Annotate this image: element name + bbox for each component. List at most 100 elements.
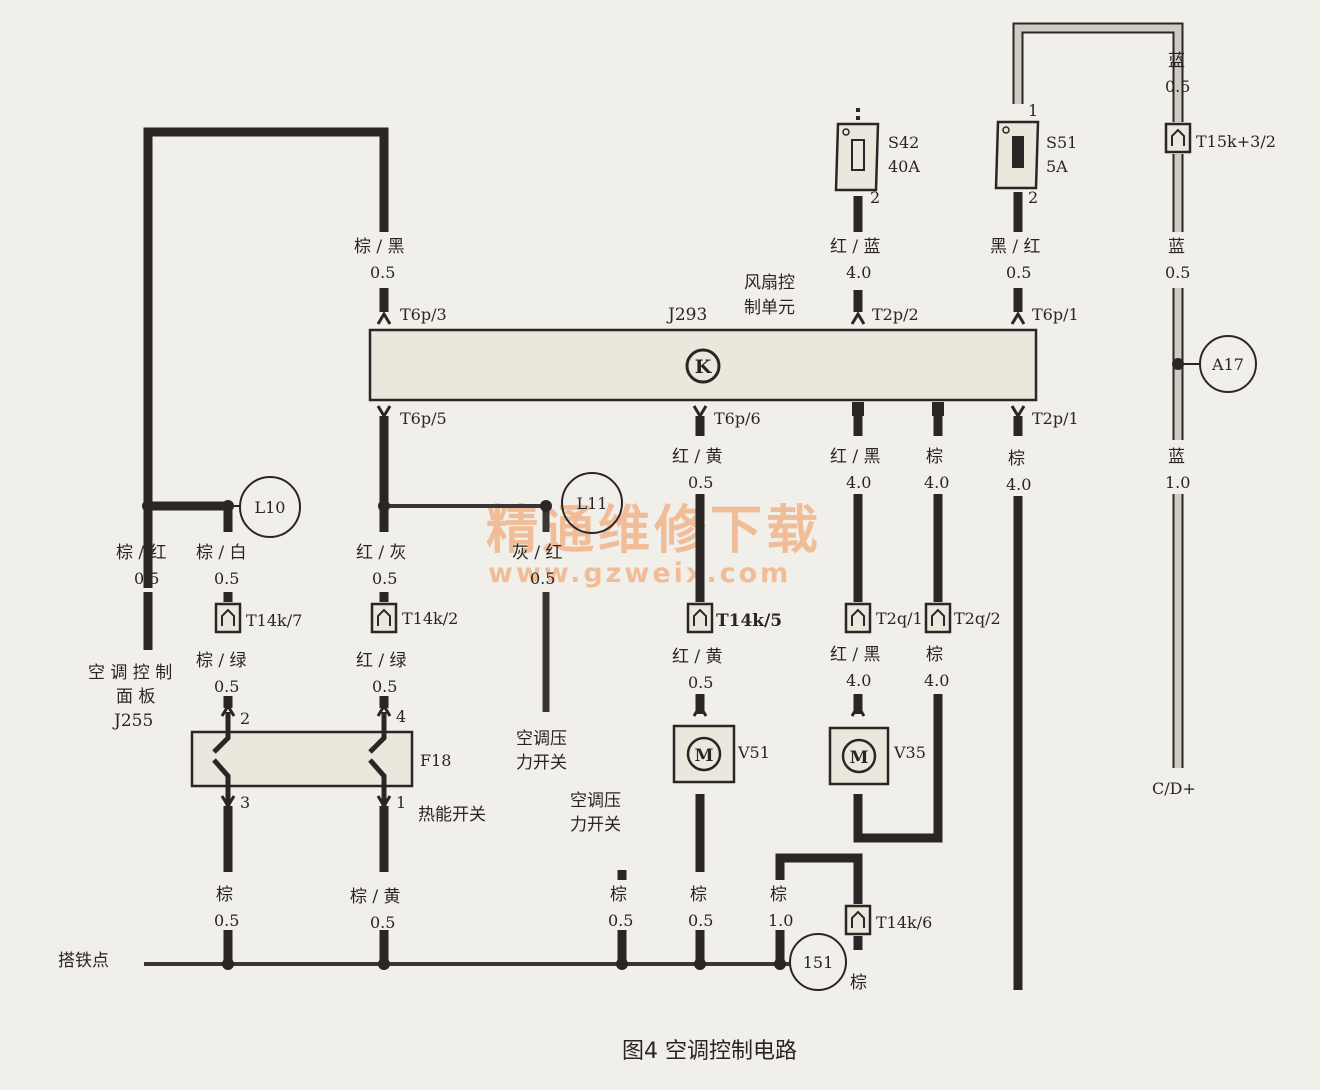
fan-unit-name-1: 风扇控 — [744, 273, 795, 293]
connector-icon — [214, 602, 242, 634]
connector-icon — [844, 904, 872, 936]
wire-label-color: 红 / 黑 — [830, 645, 881, 665]
splice-dot — [378, 500, 390, 512]
conn-t14k5: T14k/5 — [716, 611, 782, 631]
pressure-switch-2-line1: 空调压 — [570, 791, 621, 811]
wire-label-color: 棕 — [850, 973, 867, 993]
wire-label-color: 棕 — [926, 645, 943, 665]
motor-v51-symbol: M — [695, 746, 714, 766]
node-l11-label: L11 — [577, 494, 608, 513]
wire-label-gauge: 4.0 — [1006, 475, 1031, 494]
conn-t2q2: T2q/2 — [954, 609, 1001, 628]
wire-label-gauge: 4.0 — [846, 263, 871, 282]
motor-v35-symbol: M — [850, 748, 869, 768]
wire-label-gauge: 4.0 — [924, 671, 949, 690]
node-l11 — [561, 472, 623, 534]
wire-label-color: 红 / 黄 — [672, 447, 723, 467]
connector-t15k-icon — [1164, 122, 1192, 154]
wire-label-gauge: 0.5 — [530, 569, 555, 588]
conn-t6p6: T6p/6 — [714, 409, 761, 428]
wire-label-color: 黑 / 红 — [990, 237, 1041, 257]
fuse-s51-id: S51 — [1046, 133, 1077, 152]
wire-label-gauge: 0.5 — [370, 263, 395, 282]
fuse-s51-pin-in: 1 — [1028, 101, 1038, 120]
fuse-s51-icon — [994, 120, 1040, 190]
fuse-s42-id: S42 — [888, 133, 919, 152]
pin-arrow-icon — [376, 311, 1026, 419]
wire-label-gauge: 0.5 — [372, 569, 397, 588]
splice-dot — [540, 500, 552, 512]
wire-label-color: 棕 — [770, 885, 787, 905]
cd-plus-label: C/D+ — [1152, 779, 1196, 798]
wire-label-color: 红 / 灰 — [356, 543, 407, 563]
ground-dot — [616, 958, 628, 970]
splice-dot — [1172, 358, 1184, 370]
wire-label-gauge: 1.0 — [1165, 473, 1190, 492]
f18-pin: 2 — [240, 709, 250, 728]
f18-pin: 1 — [396, 793, 406, 812]
f18-pin: 3 — [240, 793, 250, 812]
wire-label-gauge: 0.5 — [1165, 263, 1190, 282]
figure-caption: 图4 空调控制电路 — [622, 1039, 797, 1064]
wire-label-color: 棕 — [216, 885, 233, 905]
motor-v51-id: V51 — [737, 743, 770, 762]
wire-label-color: 灰 / 红 — [512, 543, 563, 563]
ground-label: 搭铁点 — [58, 951, 109, 971]
panel-label-1: 空 调 控 制 — [88, 663, 172, 683]
fuse-s42-pin: 2 — [870, 188, 880, 207]
ground-dot — [694, 958, 706, 970]
panel-label-2: 面 板 — [116, 687, 155, 707]
conn-t15k: T15k+3/2 — [1196, 132, 1276, 151]
wire-label-gauge: 0.5 — [214, 677, 239, 696]
motor-v51-icon — [672, 703, 736, 784]
conn-t2p1: T2p/1 — [1032, 409, 1079, 428]
wire-label-color: 棕 / 红 — [116, 543, 167, 563]
wire-label-gauge: 0.5 — [688, 911, 713, 930]
pressure-switch-2-line2: 力开关 — [570, 815, 621, 835]
k-symbol: K — [695, 356, 713, 378]
wire-label-gauge: 0.5 — [134, 569, 159, 588]
wire-s51-feed-outline — [1012, 22, 1184, 122]
panel-id: J255 — [112, 711, 153, 731]
wire-label-color: 红 / 蓝 — [830, 237, 881, 257]
node-151 — [789, 933, 847, 991]
wire-label-gauge: 1.0 — [768, 911, 793, 930]
conn-t6p5: T6p/5 — [400, 409, 447, 428]
conn-t14k7: T14k/7 — [246, 611, 302, 630]
switch-contact-icon — [212, 703, 392, 809]
node-l10-label: L10 — [255, 498, 286, 517]
wire-label-color: 棕 — [690, 885, 707, 905]
fan-unit-name-2: 制单元 — [744, 298, 795, 318]
wire-label-color: 棕 / 绿 — [196, 651, 247, 671]
conn-t6p3: T6p/3 — [400, 305, 447, 324]
wire-brown-red-loop — [143, 127, 389, 588]
fuse-s51-pin-out: 2 — [1028, 188, 1038, 207]
node-l10 — [239, 476, 301, 538]
wire-label-gauge: 0.5 — [370, 913, 395, 932]
wire-label-color: 蓝 — [1168, 51, 1185, 71]
wire-label-color: 棕 / 黄 — [350, 887, 401, 907]
connector-icon — [686, 602, 714, 634]
wire-label-color: 蓝 — [1168, 447, 1185, 467]
wire-label-gauge: 0.5 — [688, 473, 713, 492]
wire-label-gauge: 0.5 — [1006, 263, 1031, 282]
wire-label-gauge: 0.5 — [372, 677, 397, 696]
watermark-title: 精通维修下载 — [486, 501, 822, 561]
conn-t2q1: T2q/1 — [876, 609, 923, 628]
ground-dot — [774, 958, 786, 970]
conn-t14k2: T14k/2 — [402, 609, 458, 628]
wire-gnd-brown4-loop — [775, 853, 863, 904]
wire-label-gauge: 0.5 — [608, 911, 633, 930]
wire-label-color: 红 / 黄 — [672, 647, 723, 667]
wire-s51-feed — [1014, 24, 1182, 122]
f18-name: 热能开关 — [418, 805, 486, 825]
wire-label-gauge: 4.0 — [846, 473, 871, 492]
pressure-switch-1-line2: 力开关 — [516, 753, 567, 773]
pressure-switch-1-line1: 空调压 — [516, 729, 567, 749]
wire-brown-c-loop — [853, 694, 943, 843]
node-151-label: 151 — [803, 953, 834, 972]
node-a17 — [1199, 335, 1257, 393]
wire-label-color: 棕 / 黑 — [354, 237, 405, 257]
